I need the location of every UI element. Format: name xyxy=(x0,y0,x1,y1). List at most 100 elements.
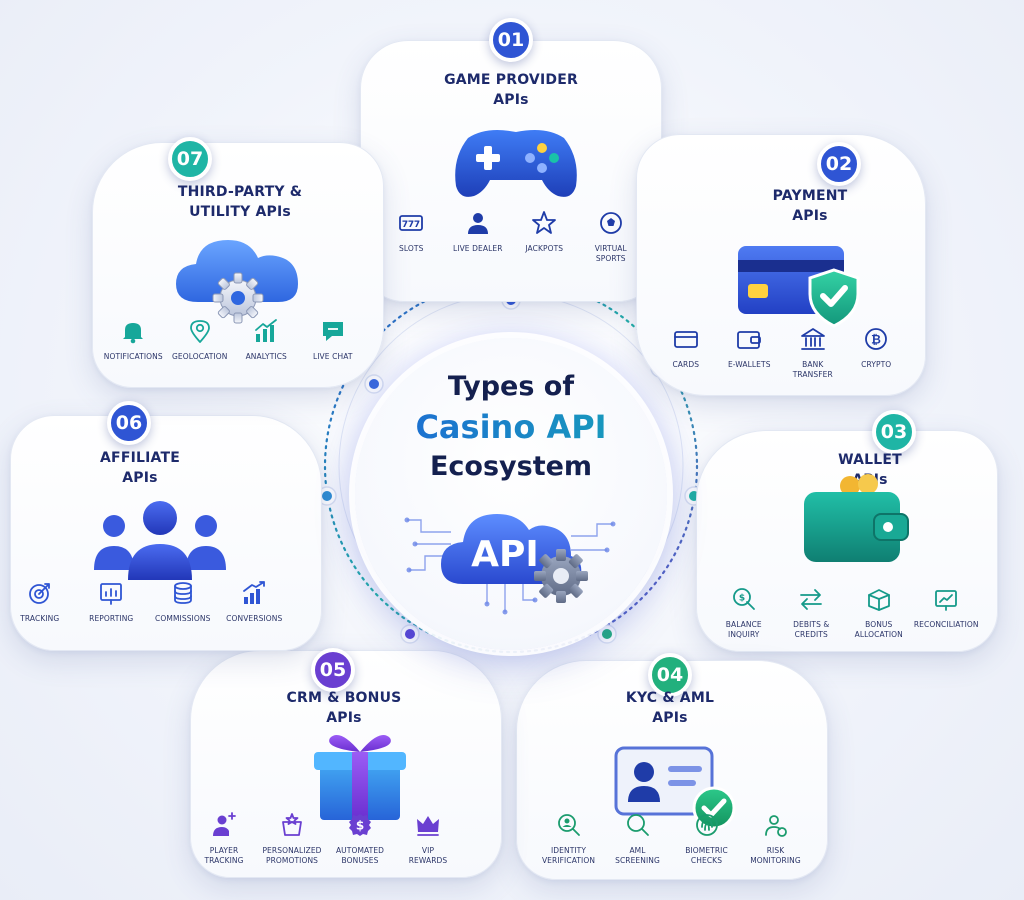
live-dealer-icon xyxy=(467,213,488,234)
svg-text:₿: ₿ xyxy=(871,333,881,347)
feature-label: LIVE DEALER xyxy=(453,244,503,254)
feature-item: LIVE DEALER xyxy=(445,210,512,264)
feature-label-line: ALLOCATION xyxy=(854,630,903,639)
badge-number-03: 03 xyxy=(872,410,916,454)
crypto-icon: ₿ xyxy=(865,328,888,350)
feature-label-line: SLOTS xyxy=(399,244,424,253)
card-title-line: KYC & AML xyxy=(625,690,715,706)
feature-label-line: AUTOMATED xyxy=(335,846,385,855)
feature-label-line: CONVERSIONS xyxy=(226,614,283,623)
bonus-coin-icon: $ xyxy=(349,814,371,836)
center-title-line-1: Types of xyxy=(447,371,575,402)
feature-item: TRACKING xyxy=(4,580,76,624)
feature-label-line: RECONCILIATION xyxy=(913,620,979,629)
card-title-line: AFFILIATE xyxy=(100,450,180,466)
ring-node xyxy=(597,624,617,644)
feature-label-line: BONUS xyxy=(865,620,893,629)
feature-item: JACKPOTS xyxy=(511,210,578,264)
report-icon xyxy=(100,583,123,605)
feature-label-line: TRACKING xyxy=(20,614,60,623)
feature-label-line: VIRTUAL xyxy=(594,244,627,253)
feature-label-line: BONUSES xyxy=(341,856,379,865)
arrows-icon xyxy=(800,589,823,610)
feature-label: DEBITS &CREDITS xyxy=(793,620,829,640)
center-title-line-3: Ecosystem xyxy=(429,451,593,482)
wallet-coins-icon xyxy=(804,474,909,562)
svg-text:$: $ xyxy=(739,594,745,604)
badge-number-04: 04 xyxy=(648,653,692,697)
feature-label: REPORTING xyxy=(89,614,133,624)
feature-label: CARDS xyxy=(672,360,699,370)
feature-label-line: PERSONALIZED xyxy=(262,846,322,855)
svg-text:7: 7 xyxy=(402,220,408,230)
feature-label-line: PLAYER xyxy=(209,846,239,855)
feature-item: CARDS xyxy=(654,326,718,380)
feature-label: CONVERSIONS xyxy=(226,614,282,624)
feature-label-line: CREDITS xyxy=(794,630,828,639)
card-hero xyxy=(168,228,308,332)
badge-number-07: 07 xyxy=(168,137,212,181)
player-tracking-icon xyxy=(213,812,236,836)
feature-label: CRYPTO xyxy=(861,360,891,370)
risk-user-icon xyxy=(764,815,787,837)
jackpot-star-icon xyxy=(532,211,557,234)
card-title-line: APIs xyxy=(652,710,688,726)
feature-label: COMMISSIONS xyxy=(155,614,210,624)
badge-number-06: 06 xyxy=(107,401,151,445)
coins-stack-icon xyxy=(173,582,192,604)
ring-node xyxy=(364,374,384,394)
id-card-check-icon xyxy=(614,746,736,830)
feature-label-line: REWARDS xyxy=(408,856,448,865)
feature-label-line: TRACKING xyxy=(204,856,244,865)
feature-label-line: SPORTS xyxy=(595,254,626,263)
card-title-line: UTILITY APIs xyxy=(189,204,291,220)
feature-label-line: CRYPTO xyxy=(861,360,892,369)
card-hero xyxy=(290,726,430,830)
feature-item: LIVE CHAT xyxy=(300,318,367,362)
card-hero xyxy=(90,490,230,594)
feature-label: ANALYTICS xyxy=(246,352,287,362)
chat-icon xyxy=(322,322,343,341)
card-title-line: APIs xyxy=(493,92,529,108)
feature-label-line: GEOLOCATION xyxy=(172,352,228,361)
biometric-icon xyxy=(695,814,718,836)
feature-label-line: BANK xyxy=(802,360,824,369)
card-title-line: APIs xyxy=(326,710,362,726)
feature-label-line: VERIFICATION xyxy=(541,856,596,865)
feature-item: ANALYTICS xyxy=(233,318,300,362)
growth-chart-icon xyxy=(243,581,266,604)
ring-node xyxy=(317,486,337,506)
card-hero xyxy=(446,110,586,214)
api-cloud-icon: API xyxy=(404,514,616,615)
feature-label-line: COMMISSIONS xyxy=(155,614,211,623)
target-icon xyxy=(28,583,50,604)
wallet-icon xyxy=(737,331,762,349)
feature-row: TRACKING REPORTING COMMISSIONS CONVERSIONS xyxy=(4,580,290,624)
feature-label: RECONCILIATION xyxy=(914,620,979,630)
card-hero xyxy=(790,470,930,574)
bell-icon xyxy=(123,323,144,344)
feature-label-line: REPORTING xyxy=(89,614,134,623)
feature-item: GEOLOCATION xyxy=(167,318,234,362)
card-title-line: THIRD-PARTY & xyxy=(177,184,303,200)
feature-label-line: MONITORING xyxy=(750,856,801,865)
feature-item: RECONCILIATION xyxy=(913,586,981,640)
feature-label-line: LIVE DEALER xyxy=(452,244,503,253)
feature-label: E-WALLETS xyxy=(728,360,771,370)
